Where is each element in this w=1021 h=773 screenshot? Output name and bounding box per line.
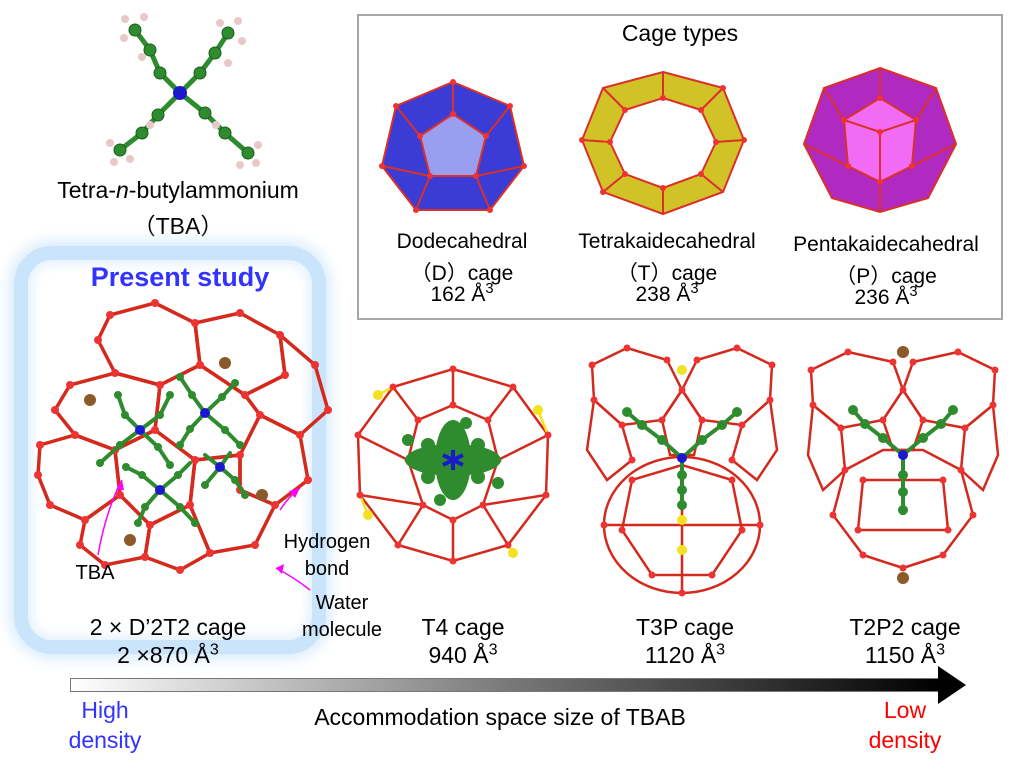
d2t2-framework-illustration	[34, 299, 332, 574]
cage-type-t-name: Tetrakaidecahedral	[578, 230, 756, 253]
cage-type-d-volume: 162 Å3	[357, 281, 567, 307]
cage-type-d-volume-exp: 3	[485, 281, 494, 297]
annotation-molecule: molecule	[301, 619, 383, 641]
cage-type-d-name: Dodecahedral	[396, 230, 528, 253]
dodecahedral-cage-illustration	[379, 79, 527, 213]
structure-t2p2-volume-exp: 3	[936, 640, 946, 659]
annotation-tba: TBA	[75, 562, 115, 584]
structure-t4-name: T4 cage	[421, 614, 505, 640]
structure-d2t2-volume: 2 ×870 Å3	[48, 640, 288, 669]
high-density-line1: High	[81, 697, 129, 723]
tba-name-prefix: Tetra-	[57, 177, 116, 203]
cage-type-p-name: Pentakaidecahedral	[793, 233, 979, 256]
cage-type-t-volume-exp: 3	[690, 281, 699, 297]
structure-t3p-volume-exp: 3	[716, 640, 726, 659]
cage-type-t-volume: 238 Å3	[557, 281, 777, 307]
cage-type-d-volume-value: 162 Å	[430, 283, 486, 306]
structure-t3p-volume: 1120 Å3	[605, 640, 765, 669]
structure-t2p2-name: T2P2 cage	[849, 614, 961, 640]
cage-type-d-code: （D）cage	[410, 262, 514, 285]
cage-type-p-volume-value: 236 Å	[854, 286, 910, 309]
high-density-line2: density	[68, 727, 142, 753]
low-density-line2: density	[868, 727, 942, 753]
tetrakaidecahedral-cage-illustration	[579, 70, 747, 216]
cage-type-p-code: （P）cage	[835, 265, 937, 288]
axis-label: Accommodation space size of TBAB	[314, 704, 686, 730]
present-study-label: Present study	[90, 262, 270, 292]
present-study-highlight	[14, 246, 326, 654]
tba-name: Tetra-n-butylammonium	[28, 177, 328, 204]
tba-name-suffix: -butylammonium	[128, 177, 299, 203]
density-gradient-arrow	[70, 678, 940, 692]
cage-type-t-volume-value: 238 Å	[635, 283, 691, 306]
t3p-cage-illustration	[585, 344, 779, 597]
cage-type-p-volume-exp: 3	[909, 284, 918, 300]
tba-molecule-illustration	[106, 13, 262, 169]
structure-t4-volume-value: 940 Å	[428, 642, 489, 668]
structure-d2t2-name: 2 × D’2T2 cage	[89, 614, 247, 640]
arrow-head-icon	[938, 666, 966, 704]
annotation-arrows	[97, 479, 311, 591]
cage-type-p-volume: 236 Å3	[776, 284, 996, 310]
t4-cage-illustration	[354, 365, 552, 565]
structure-t2p2-volume-value: 1150 Å	[864, 642, 937, 668]
structure-t3p-volume-value: 1120 Å	[644, 642, 717, 668]
structure-t3p-name: T3P cage	[635, 614, 735, 640]
cage-types-title: Cage types	[621, 20, 739, 46]
pentakaidecahedral-cage-illustration	[802, 66, 958, 214]
tba-abbrev: （TBA）	[132, 213, 224, 239]
annotation-hydrogen: Hydrogen	[283, 531, 371, 553]
structure-t2p2-volume: 1150 Å3	[820, 640, 990, 669]
annotation-bond: bond	[304, 558, 350, 580]
t2p2-cage-illustration	[806, 346, 1000, 584]
low-density-line1: Low	[883, 697, 927, 723]
structure-d2t2-volume-value: 2 ×870 Å	[117, 642, 210, 668]
cage-type-t-code: （T）cage	[616, 262, 718, 285]
structure-t4-volume-exp: 3	[488, 640, 498, 659]
structure-t4-volume: 940 Å3	[388, 640, 538, 669]
annotation-water: Water	[315, 592, 369, 614]
structure-d2t2-volume-exp: 3	[209, 640, 219, 659]
tba-name-italic: n	[116, 177, 129, 203]
